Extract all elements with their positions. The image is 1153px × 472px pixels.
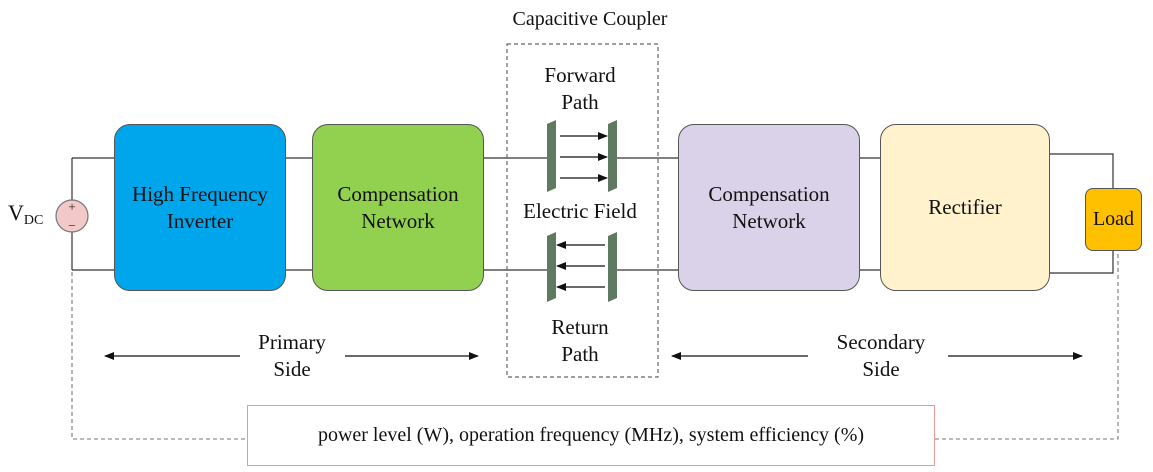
high-frequency-inverter-block: High Frequency Inverter bbox=[114, 124, 286, 291]
plate-forward-right bbox=[608, 120, 617, 192]
forward-path-label: Forward Path bbox=[544, 63, 616, 114]
inverter-label: High Frequency Inverter bbox=[132, 181, 268, 233]
wire-rect-load-bottom bbox=[1050, 251, 1114, 274]
primary-compensation-label: Compensation Network bbox=[337, 181, 459, 233]
plate-forward-left bbox=[547, 120, 556, 192]
metrics-text: power level (W), operation frequency (MH… bbox=[317, 424, 865, 446]
primary-side-label: Primary Side bbox=[258, 330, 326, 381]
plate-return-left bbox=[547, 232, 556, 302]
electric-field-label: Electric Field bbox=[523, 199, 637, 223]
load-label: Load bbox=[1092, 208, 1135, 230]
wire-rect-load-top bbox=[1050, 153, 1114, 188]
wires bbox=[71, 153, 1114, 274]
dc-source-plus: + bbox=[68, 199, 75, 214]
coupler-plates bbox=[547, 120, 617, 302]
field-arrows bbox=[556, 132, 608, 291]
plate-return-right bbox=[608, 232, 617, 302]
feedback-line bbox=[71, 251, 1119, 440]
dc-source-label-main: V bbox=[8, 200, 24, 225]
secondary-side-label: Secondary Side bbox=[836, 330, 926, 381]
dc-source-circle bbox=[55, 199, 89, 233]
dc-source-label: VDC bbox=[8, 200, 43, 229]
coupler-region bbox=[506, 43, 659, 378]
rectifier-block: Rectifier bbox=[880, 124, 1050, 291]
dc-source-minus: − bbox=[68, 218, 75, 233]
primary-compensation-network-block: Compensation Network bbox=[312, 124, 484, 291]
return-path-label: Return Path bbox=[551, 315, 609, 366]
secondary-compensation-label: Compensation Network bbox=[708, 181, 830, 233]
secondary-compensation-network-block: Compensation Network bbox=[678, 124, 860, 291]
capacitive-coupler-title: Capacitive Coupler bbox=[512, 8, 668, 30]
dc-source-label-subscript: DC bbox=[23, 213, 44, 228]
dc-source: + − bbox=[55, 199, 89, 233]
rectifier-label: Rectifier bbox=[928, 195, 1002, 219]
metrics-box: power level (W), operation frequency (MH… bbox=[247, 405, 935, 466]
load-block: Load bbox=[1085, 188, 1142, 251]
